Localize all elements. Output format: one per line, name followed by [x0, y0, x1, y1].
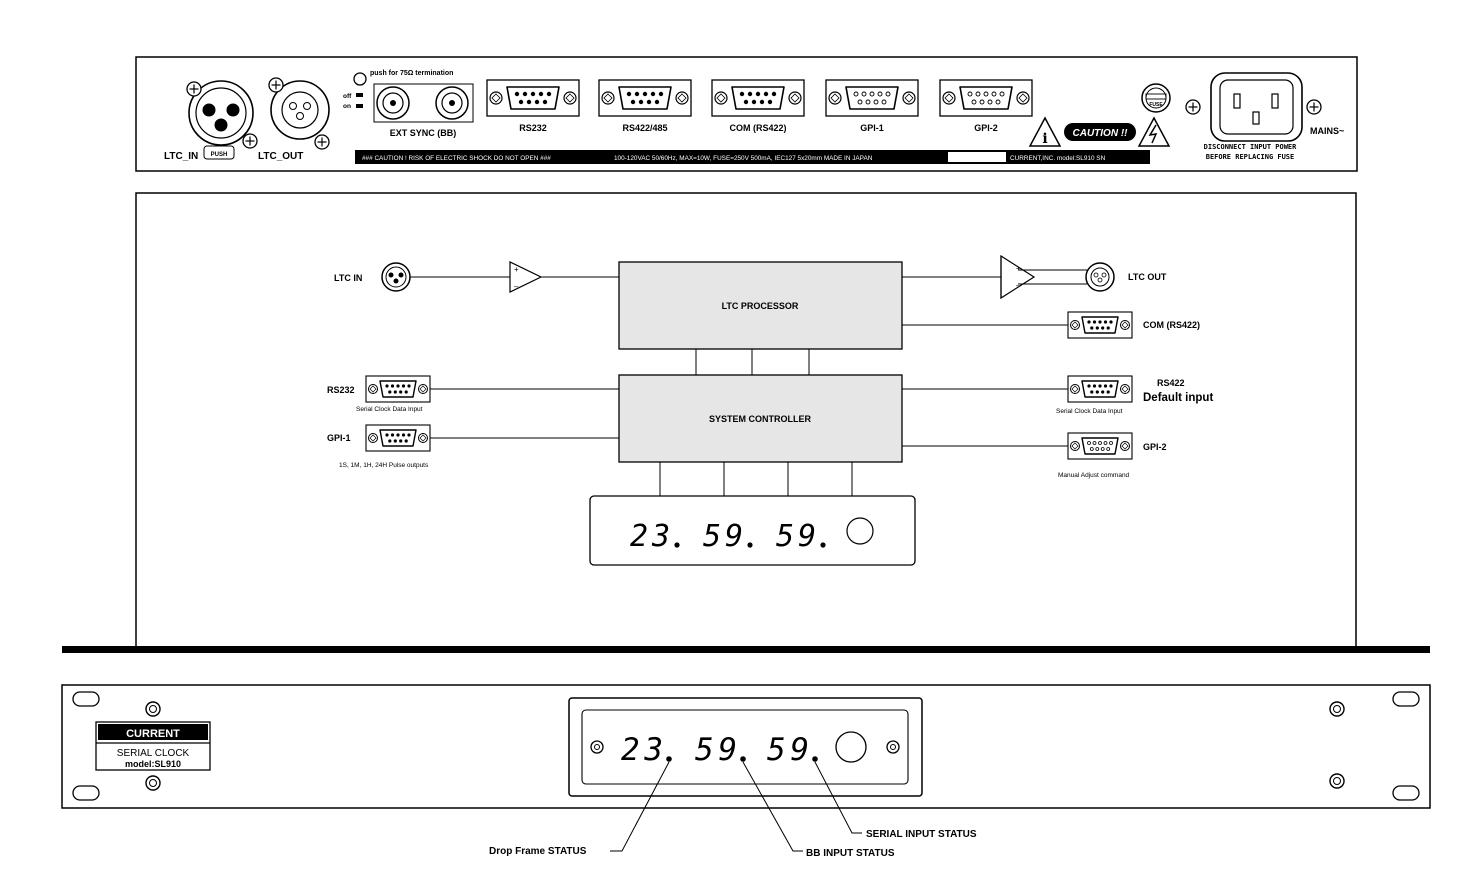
screw-icon — [1185, 99, 1201, 115]
rs422-port-icon — [1067, 375, 1133, 403]
svg-text:+: + — [514, 265, 519, 274]
front-adjust-knob-icon[interactable] — [835, 731, 867, 763]
ext-sync-bnc-icon — [373, 83, 474, 123]
serial-input-led-icon — [820, 542, 826, 548]
ltc-in-xlr-icon — [381, 262, 411, 292]
bb-input-led-icon — [740, 756, 746, 762]
ltc-out-xlr-icon — [268, 77, 330, 150]
mains-inlet-icon — [1210, 72, 1303, 142]
section-divider — [62, 646, 1430, 653]
rack-slot-icon — [72, 691, 100, 707]
com-rs422-port-icon — [1067, 311, 1133, 339]
panel-screw-icon — [145, 701, 1345, 791]
system-controller-label: SYSTEM CONTROLLER — [709, 414, 812, 424]
caution-badge — [1064, 123, 1136, 141]
gpi-1-port-icon — [365, 424, 431, 452]
rack-slot-icon — [72, 785, 100, 801]
rs232-description: Serial Clock Data Input — [356, 406, 423, 413]
brand-banner — [98, 724, 208, 740]
ltc-processor-block — [618, 261, 903, 350]
ltc-in-label: LTC IN — [334, 273, 362, 283]
label-strip-ratings: 100-120VAC 50/60Hz, MAX=10W, FUSE=250V 5… — [614, 155, 873, 162]
gpi-1-port-icon — [825, 79, 919, 117]
screw-icon — [1306, 99, 1322, 115]
ltc-out-label: LTC OUT — [1128, 272, 1167, 282]
gpi-2-port-icon — [939, 79, 1033, 117]
com-rs422-label: COM (RS422) — [1143, 320, 1200, 330]
serial-input-status-callout: SERIAL INPUT STATUS — [866, 829, 977, 840]
output-driver-icon: + – — [1000, 254, 1087, 300]
serial-input-led-icon — [812, 756, 818, 762]
front-panel: CURRENT SERIAL CLOCK model:SL910 23 59 5… — [61, 684, 1431, 809]
rs422-485-port-icon — [598, 79, 692, 117]
ltc-in-label: LTC_IN — [164, 151, 198, 162]
rs232-label: RS232 — [327, 385, 355, 395]
disconnect-warning-line-1: DISCONNECT INPUT POWER — [1204, 143, 1298, 151]
rs232-port-icon — [365, 375, 431, 403]
front-display-bezel — [581, 709, 909, 785]
switch-indicator-icon — [356, 93, 363, 97]
label-strip-model: CURRENT,INC. model:SL910 SN — [1010, 155, 1106, 162]
adjust-knob-icon[interactable] — [846, 517, 874, 545]
off-label: off — [343, 93, 352, 100]
system-controller-block — [618, 374, 903, 463]
rear-port-label: COM (RS422) — [729, 123, 786, 133]
rs422-default-label: Default input — [1143, 392, 1213, 404]
rack-slot-icon — [1392, 785, 1420, 801]
termination-button[interactable] — [353, 72, 367, 86]
status-callouts: Drop Frame STATUS BB INPUT STATUS SERIAL… — [489, 761, 977, 859]
rs422-label: RS422 — [1157, 378, 1185, 388]
rear-panel: PUSH LTC_IN LTC_OUT push for 75Ω termina… — [135, 56, 1358, 172]
block-diagram: LTC IN + – LTC PROCESSOR + – — [62, 192, 1430, 653]
rear-port-label: GPI-2 — [974, 123, 998, 133]
model-name: model:SL910 — [125, 759, 181, 769]
rs422-description: Serial Clock Data Input — [1056, 408, 1123, 415]
bb-input-led-icon — [747, 542, 753, 548]
fuse-holder-icon[interactable] — [1141, 83, 1171, 113]
gpi-2-label: GPI-2 — [1143, 442, 1167, 452]
shock-hazard-triangle-icon — [1137, 116, 1171, 147]
display-module — [589, 495, 916, 566]
fuse-label: FUSE — [1149, 102, 1163, 108]
mains-label: MAINS~ — [1310, 126, 1344, 136]
product-name: SERIAL CLOCK — [117, 748, 190, 759]
drop-frame-led-icon — [674, 542, 680, 548]
gpi-2-port-icon — [1067, 432, 1133, 460]
caution-label: CAUTION !! — [1073, 128, 1129, 139]
ltc-in-xlr-icon — [186, 80, 258, 160]
label-strip-caution: ### CAUTION ! RISK OF ELECTRIC SHOCK DO … — [362, 155, 551, 162]
rear-port-label: RS422/485 — [622, 123, 667, 133]
gpi-1-label: GPI-1 — [327, 433, 351, 443]
ext-sync-label: EXT SYNC (BB) — [390, 128, 457, 138]
rear-port-label: RS232 — [519, 123, 547, 133]
drop-frame-status-callout: Drop Frame STATUS — [489, 846, 587, 857]
rear-port-label: GPI-1 — [860, 123, 884, 133]
gpi-2-description: Manual Adjust command — [1058, 472, 1130, 479]
drop-frame-led-icon — [666, 756, 672, 762]
svg-text:+: + — [1016, 264, 1021, 273]
disconnect-warning-line-2: BEFORE REPLACING FUSE — [1206, 153, 1295, 161]
rs232-port-icon — [486, 79, 580, 117]
svg-text:i: i — [1042, 131, 1047, 147]
switch-indicator-icon — [356, 104, 363, 108]
brand-name: CURRENT — [126, 728, 180, 740]
ltc-out-xlr-icon — [1085, 262, 1115, 292]
input-amplifier-icon: + – — [509, 261, 543, 293]
svg-text:–: – — [514, 282, 519, 291]
ltc-out-label: LTC_OUT — [258, 151, 303, 162]
push-label: PUSH — [211, 152, 228, 158]
serial-number-field — [948, 152, 1006, 162]
gpi-1-description: 1S, 1M, 1H, 24H Pulse outputs — [339, 462, 429, 469]
com-rs422-port-icon — [711, 79, 805, 117]
caution-info-triangle-icon: i — [1028, 116, 1062, 147]
ltc-processor-label: LTC PROCESSOR — [722, 301, 799, 311]
bb-input-status-callout: BB INPUT STATUS — [806, 848, 895, 859]
push-termination-label: push for 75Ω termination — [370, 70, 453, 77]
rack-slot-icon — [1392, 691, 1420, 707]
svg-text:–: – — [1016, 281, 1021, 290]
on-label: on — [343, 103, 351, 110]
